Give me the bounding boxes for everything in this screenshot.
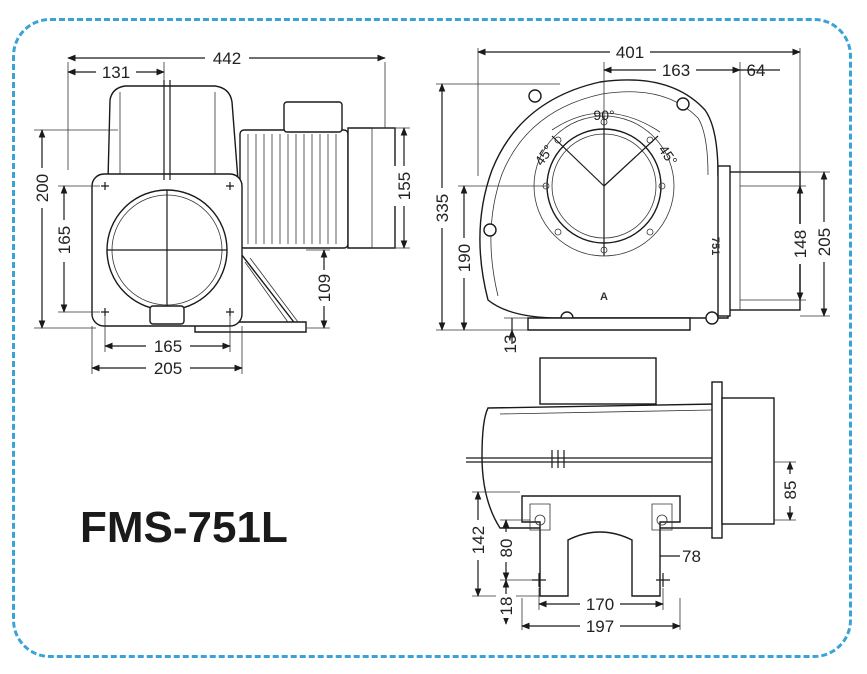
model-title: FMS-751L [80,503,288,552]
dim-148: 148 [791,230,810,258]
front-view [91,80,396,333]
bottom-dims: 142 80 18 85 78 170 197 [468,461,800,636]
dim-205: 205 [154,359,182,378]
front-dims: 442 131 200 165 155 109 165 205 [32,48,414,378]
dim-401: 401 [616,43,644,62]
drawing-frame [12,18,852,658]
dim-165-h: 165 [154,337,182,356]
dim-335: 335 [433,194,452,222]
dim-80: 80 [497,539,516,558]
dim-78: 78 [682,547,701,566]
rotation-mark: A [600,291,608,303]
flange-bolts [101,182,234,316]
motor-fins [247,134,337,244]
dim-131: 131 [102,63,130,82]
dim-170: 170 [586,595,614,614]
bottom-view [466,357,775,597]
dim-165-v: 165 [55,226,74,254]
dim-109: 109 [315,274,334,302]
dim-13: 13 [501,335,520,354]
housing-mark: 751 [709,237,721,255]
dim-205-side: 205 [815,228,834,256]
dim-155: 155 [395,172,414,200]
dim-442: 442 [213,49,241,68]
dim-18: 18 [497,597,516,616]
dim-163: 163 [662,61,690,80]
dim-85: 85 [781,481,800,500]
side-dims: 401 163 64 335 190 13 148 205 [432,42,834,353]
side-view: 90° 45° 45° 751 A [479,79,801,331]
dim-142: 142 [469,526,488,554]
dim-64: 64 [747,61,766,80]
dim-200: 200 [33,174,52,202]
dim-190: 190 [455,244,474,272]
inlet-bolt-holes [542,118,666,254]
dim-197: 197 [586,617,614,636]
